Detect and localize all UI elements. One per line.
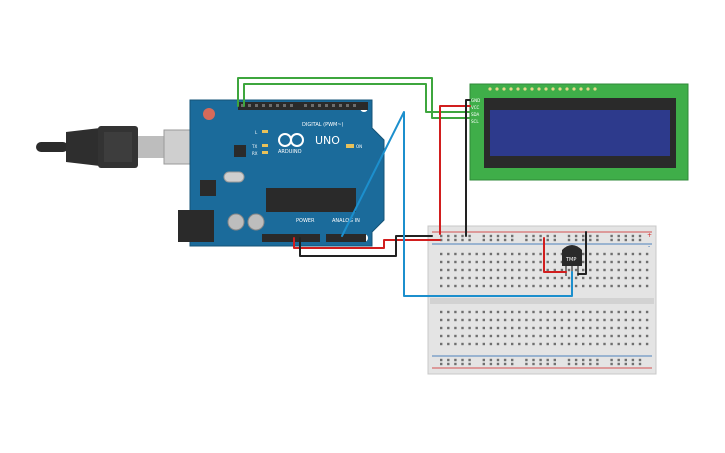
lcd-pin-gnd: GND <box>471 98 480 103</box>
wire-black-gnd[interactable] <box>299 235 433 257</box>
analog-header-label: ANALOG IN <box>332 218 360 224</box>
digital-header[interactable] <box>238 102 368 110</box>
power-header-label: POWER <box>296 218 315 224</box>
microcontroller-chip <box>266 188 356 212</box>
arduino-logo <box>278 133 304 147</box>
wires <box>237 77 587 297</box>
arduino-uno-board[interactable]: DIGITAL (PWM~) L TX RX ARDUINO UNO ON PO… <box>178 99 385 247</box>
wire-red-sensor[interactable] <box>543 237 567 273</box>
lcd-screen <box>490 110 670 156</box>
wire-black-sensor[interactable] <box>577 231 587 275</box>
led-label-l: L <box>255 130 258 135</box>
rail-sign-minus: - <box>648 243 650 250</box>
power-jack[interactable] <box>178 210 214 242</box>
sensor-label: TMP <box>565 257 576 263</box>
lcd-pin-vcc: VCC <box>471 105 480 110</box>
wire-green-scl[interactable] <box>237 77 471 119</box>
wire-red-vcc-lcd[interactable] <box>439 105 471 235</box>
wire-blue-signal[interactable] <box>341 111 573 297</box>
digital-header-label: DIGITAL (PWM~) <box>302 122 344 128</box>
lcd-display[interactable]: GND VCC SDA SCL <box>469 83 689 181</box>
breadboard-center-channel <box>430 298 654 304</box>
lcd-pin-scl: SCL <box>471 119 479 124</box>
breadboard[interactable]: + - <box>427 225 657 375</box>
on-label: ON <box>356 144 362 149</box>
board-name-label: UNO <box>315 134 340 147</box>
reset-button[interactable] <box>203 108 215 120</box>
wire-red-5v[interactable] <box>293 237 441 249</box>
brand-label: ARDUINO <box>278 149 302 155</box>
rail-sign-plus: + <box>647 232 652 239</box>
usb-cable[interactable] <box>36 126 211 168</box>
breadboard-holes <box>440 234 649 366</box>
wire-black-gnd-lcd[interactable] <box>465 99 471 237</box>
power-header[interactable] <box>262 234 320 242</box>
led-label-rx: RX <box>252 151 258 156</box>
lcd-pin-sda: SDA <box>471 112 480 117</box>
led-label-tx: TX <box>251 144 257 149</box>
analog-header[interactable] <box>326 234 366 242</box>
